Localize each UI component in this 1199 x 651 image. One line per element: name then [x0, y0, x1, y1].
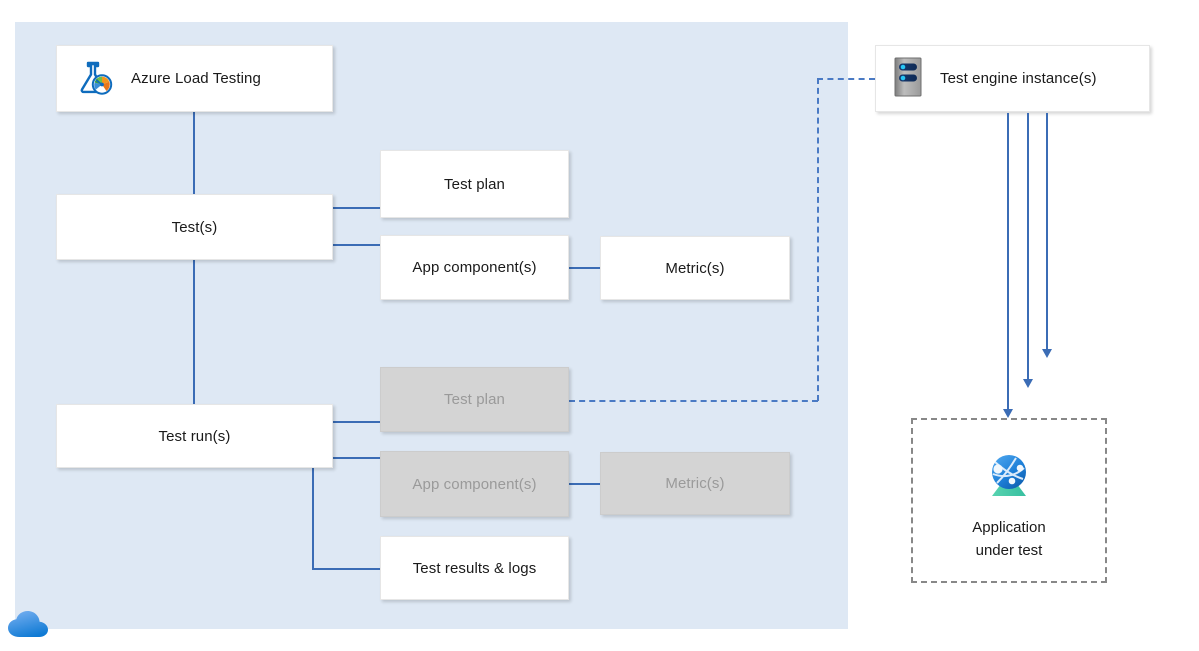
- connector-dashed-into-engine: [817, 78, 875, 80]
- node-label: App component(s): [412, 259, 537, 276]
- connector-dashed-vertical-to-engine: [817, 78, 819, 401]
- node-test-results-logs[interactable]: Test results & logs: [380, 536, 569, 600]
- node-label: Azure Load Testing: [131, 70, 261, 87]
- node-metrics[interactable]: Metric(s): [600, 236, 790, 300]
- connector-testruns-drop: [312, 466, 314, 569]
- engine-arrow-head-2: [1023, 379, 1033, 388]
- node-label: Test plan: [444, 391, 505, 408]
- node-test-runs[interactable]: Test run(s): [56, 404, 333, 468]
- server-rack-icon: [894, 57, 922, 101]
- connector-testruns-to-results: [312, 568, 380, 570]
- connector-testruns-to-run-appcomponents: [333, 457, 380, 459]
- node-label: Metric(s): [665, 475, 725, 492]
- azure-cloud-region: [15, 22, 848, 629]
- connector-dashed-run-testplan-right: [569, 400, 818, 402]
- node-run-app-components[interactable]: App component(s): [380, 451, 569, 517]
- globe-network-icon: [980, 450, 1038, 507]
- node-test-plan[interactable]: Test plan: [380, 150, 569, 218]
- node-label: Metric(s): [665, 259, 725, 277]
- engine-arrow-head-3: [1042, 349, 1052, 358]
- node-run-metrics[interactable]: Metric(s): [600, 452, 790, 515]
- node-label: Test plan: [444, 175, 505, 193]
- node-run-test-plan[interactable]: Test plan: [380, 367, 569, 432]
- connector-alt-to-tests: [193, 112, 195, 194]
- connector-tests-to-testplan: [333, 207, 380, 209]
- node-tests[interactable]: Test(s): [56, 194, 333, 260]
- node-label: Test run(s): [158, 427, 231, 445]
- caption-line-2: under test: [975, 541, 1043, 559]
- node-app-components[interactable]: App component(s): [380, 235, 569, 300]
- connector-tests-to-appcomponents: [333, 244, 380, 246]
- node-azure-load-testing[interactable]: Azure Load Testing: [56, 45, 333, 112]
- node-label: Test results & logs: [412, 559, 537, 577]
- node-label: App component(s): [412, 475, 537, 493]
- engine-arrow-line-1: [1007, 113, 1009, 410]
- node-label: Test engine instance(s): [940, 70, 1097, 87]
- caption-line-1: Application: [972, 519, 1046, 536]
- node-test-engine-instances[interactable]: Test engine instance(s): [875, 45, 1150, 112]
- engine-arrow-line-3: [1046, 113, 1048, 350]
- engine-arrow-head-1: [1003, 409, 1013, 418]
- azure-cloud-icon: [6, 607, 54, 646]
- connector-tests-to-testruns: [193, 260, 195, 405]
- connector-appcomponents-to-metrics: [569, 267, 601, 269]
- node-label: Test(s): [171, 218, 218, 236]
- engine-arrow-line-2: [1027, 113, 1029, 380]
- connector-run-appcomponents-to-run-metrics: [569, 483, 601, 485]
- node-application-under-test[interactable]: Application under test: [911, 418, 1107, 583]
- external-region: [848, 343, 1199, 651]
- connector-testruns-to-run-testplan: [333, 421, 380, 423]
- flask-gauge-icon: [75, 58, 113, 100]
- application-under-test-caption: Application under test: [972, 517, 1045, 562]
